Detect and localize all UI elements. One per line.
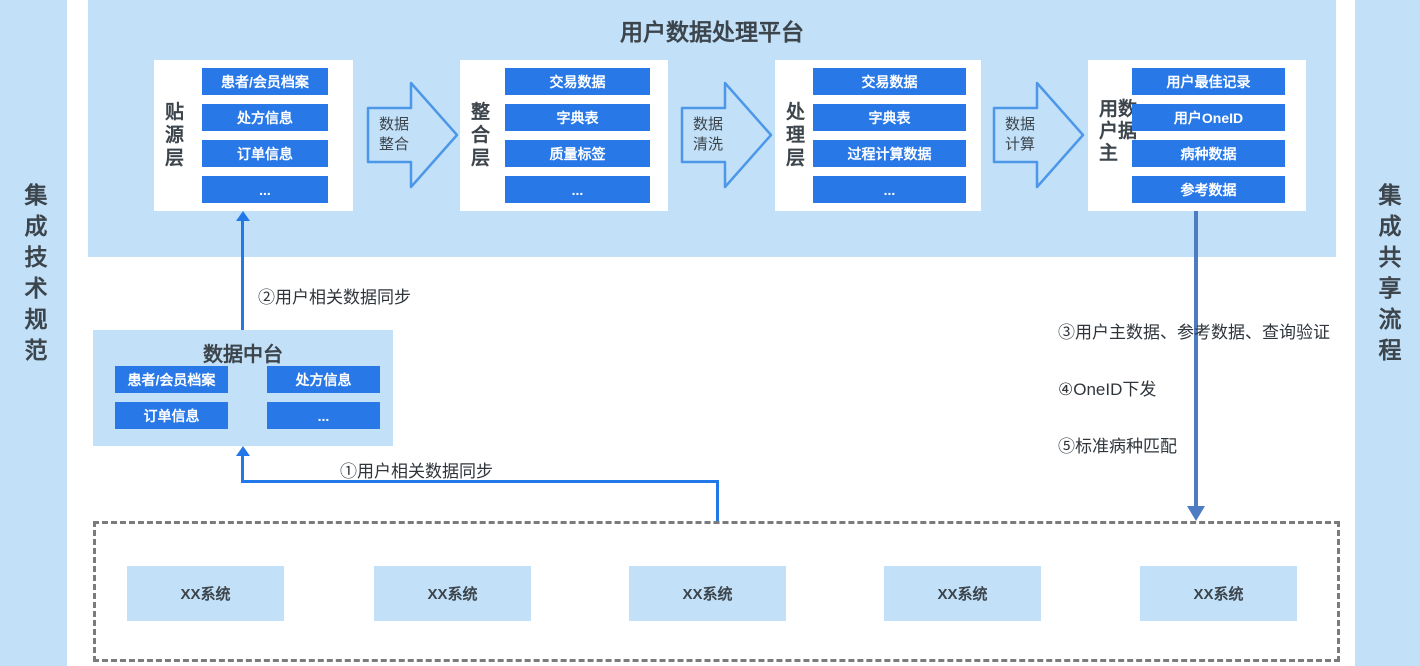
sync-line-step1-horizontal	[241, 480, 719, 483]
annotation-step3: ③用户主数据、参考数据、查询验证	[1058, 323, 1330, 342]
layer-item: 患者/会员档案	[202, 68, 328, 95]
layer-label: 贴源层	[162, 101, 183, 170]
flow-arrow-computation: 数据计算	[992, 80, 1086, 190]
flow-arrow-label: 数据计算	[1004, 115, 1035, 153]
annotation-step5: ⑤标准病种匹配	[1058, 437, 1177, 456]
left-rail-label: 集成技术规范	[21, 183, 47, 369]
flow-arrow-cleansing: 数据清洗	[680, 80, 774, 190]
platform-title: 用户数据处理平台	[620, 19, 804, 45]
block-arrow-icon	[680, 81, 773, 189]
block-arrow-icon	[992, 81, 1085, 189]
layer-item: 病种数据	[1132, 140, 1285, 167]
sync-up-arrowhead-step2	[236, 211, 250, 221]
flow-arrow-label: 数据清洗	[692, 115, 723, 153]
right-rail: 集成共享流程	[1355, 0, 1420, 666]
layer-box-master-data: 用户主数据 用户最佳记录 用户OneID 病种数据 参考数据	[1088, 60, 1306, 211]
data-middle-platform: 数据中台 患者/会员档案 处方信息 订单信息 ...	[93, 330, 393, 446]
layer-item: ...	[202, 176, 328, 203]
left-rail: 集成技术规范	[0, 0, 67, 666]
layer-item: ...	[505, 176, 650, 203]
layer-label: 用户主数据	[1096, 97, 1136, 164]
layer-item: 质量标签	[505, 140, 650, 167]
layer-item: 字典表	[813, 104, 966, 131]
layer-item: 交易数据	[813, 68, 966, 95]
dmp-item: ...	[267, 402, 380, 429]
system-box: XX系统	[884, 566, 1041, 621]
dmp-item: 患者/会员档案	[115, 366, 228, 393]
sync-line-step1-down	[716, 480, 719, 522]
annotation-step2: ②用户相关数据同步	[258, 288, 411, 307]
annotation-step4: ④OneID下发	[1058, 380, 1157, 399]
layer-item: 字典表	[505, 104, 650, 131]
layer-box-merge: 整合层 交易数据 字典表 质量标签 ...	[460, 60, 668, 211]
flow-arrow-label: 数据整合	[378, 115, 409, 153]
layer-box-processing: 处理层 交易数据 字典表 过程计算数据 ...	[775, 60, 981, 211]
sync-line-step1-up	[241, 455, 244, 482]
layer-item: 过程计算数据	[813, 140, 966, 167]
data-middle-platform-title: 数据中台	[203, 344, 283, 366]
layer-item: 订单信息	[202, 140, 328, 167]
layer-item: 参考数据	[1132, 176, 1285, 203]
system-box: XX系统	[629, 566, 786, 621]
layer-item: 处方信息	[202, 104, 328, 131]
system-box: XX系统	[374, 566, 531, 621]
sync-up-arrowhead-step1	[236, 446, 250, 456]
system-box: XX系统	[1140, 566, 1297, 621]
master-data-down-arrowhead	[1187, 506, 1205, 521]
layer-item: 用户OneID	[1132, 104, 1285, 131]
dmp-item: 订单信息	[115, 402, 228, 429]
block-arrow-icon	[366, 81, 459, 189]
master-data-down-line	[1194, 211, 1198, 507]
platform-panel: 用户数据处理平台 贴源层 患者/会员档案 处方信息 订单信息 ... 数据整合 …	[88, 0, 1336, 257]
layer-item: 用户最佳记录	[1132, 68, 1285, 95]
flow-arrow-integration: 数据整合	[366, 80, 460, 190]
layer-item: 交易数据	[505, 68, 650, 95]
right-rail-label: 集成共享流程	[1375, 183, 1401, 369]
layer-label: 整合层	[468, 101, 489, 170]
annotation-step1: ①用户相关数据同步	[340, 462, 493, 481]
dmp-item: 处方信息	[267, 366, 380, 393]
layer-label: 处理层	[783, 101, 804, 170]
system-box: XX系统	[127, 566, 284, 621]
sync-line-step2	[241, 220, 244, 330]
layer-box-source: 贴源层 患者/会员档案 处方信息 订单信息 ...	[154, 60, 353, 211]
layer-item: ...	[813, 176, 966, 203]
